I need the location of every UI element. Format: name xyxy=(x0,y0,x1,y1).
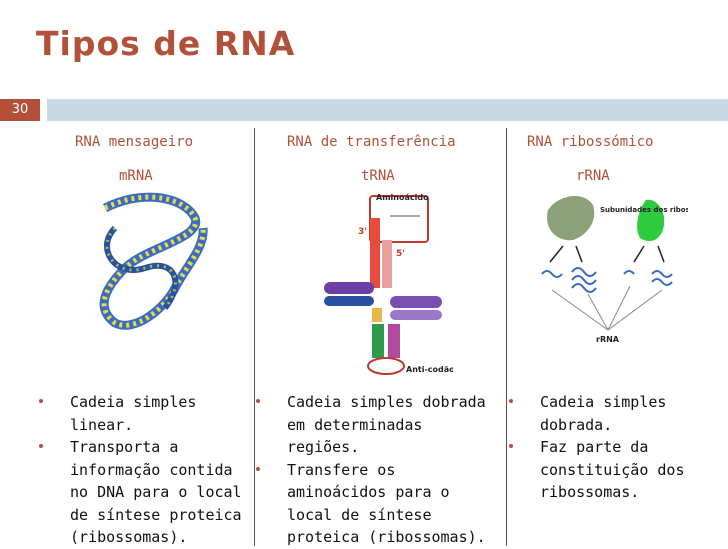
mrna-illustration xyxy=(99,192,208,330)
rrna-illustration: Subunidades dos ribossomos rRNA xyxy=(541,195,688,344)
trna-illustration: Aminoácido 3' 5' Anti-codão xyxy=(324,193,453,375)
bullet-list-mrna: Cadeia simples linear. Transporta a info… xyxy=(39,391,245,549)
list-item: Transfere os aminoácidos para o local de… xyxy=(256,459,497,549)
bullet-icon xyxy=(39,399,43,403)
column-title: RNA ribossómico xyxy=(527,134,654,150)
column-abbr: rRNA xyxy=(576,168,610,184)
bullet-icon xyxy=(509,444,513,448)
five-prime-label: 5' xyxy=(396,249,405,259)
slide-title: Tipos de RNA xyxy=(36,24,296,63)
anticodon-label: Anti-codão xyxy=(406,365,453,374)
slide-number: 30 xyxy=(0,99,40,121)
column-divider xyxy=(506,128,507,546)
list-item: Transporta a informação contida no DNA p… xyxy=(39,436,245,549)
rrna-figure-label: rRNA xyxy=(596,335,620,344)
subunits-label: Subunidades dos ribossomos xyxy=(600,206,688,214)
list-item: Cadeia simples dobrada. xyxy=(509,391,700,436)
bullet-list-trna: Cadeia simples dobrada em determinadas r… xyxy=(256,391,497,549)
list-item: Cadeia simples dobrada em determinadas r… xyxy=(256,391,497,459)
list-item: Cadeia simples linear. xyxy=(39,391,245,436)
column-abbr: mRNA xyxy=(119,168,153,184)
list-item: Faz parte da constituição dos ribossomas… xyxy=(509,436,700,504)
bullet-icon xyxy=(256,399,260,403)
bullet-list-rrna: Cadeia simples dobrada. Faz parte da con… xyxy=(509,391,700,504)
column-divider xyxy=(254,128,255,546)
bullet-icon xyxy=(509,399,513,403)
three-prime-label: 3' xyxy=(358,227,367,237)
column-abbr: tRNA xyxy=(361,168,395,184)
bullet-icon xyxy=(256,466,260,471)
aminoacid-label: Aminoácido xyxy=(376,193,429,202)
bullet-icon xyxy=(39,444,43,448)
header-bar xyxy=(47,99,728,121)
column-title: RNA mensageiro xyxy=(75,134,194,150)
column-title: RNA de transferência xyxy=(287,134,456,150)
